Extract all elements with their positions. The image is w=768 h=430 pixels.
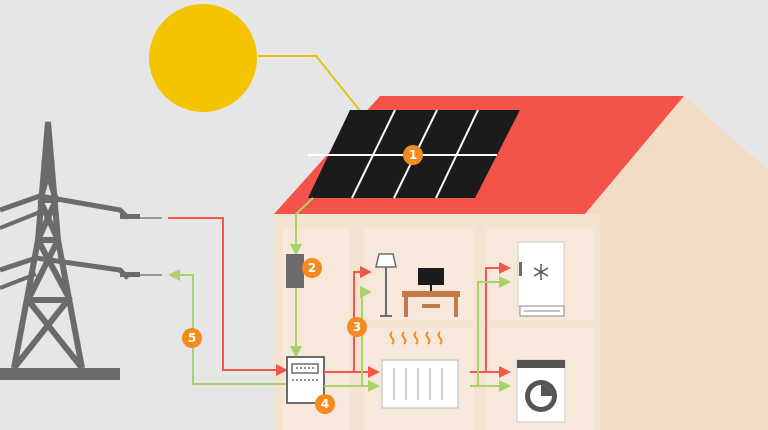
insulator-top: [120, 214, 140, 219]
washing-machine-icon: [516, 359, 566, 423]
marker-circle: [347, 317, 367, 337]
gable: [585, 96, 768, 430]
marker-number: 3: [353, 320, 361, 334]
marker-number: 2: [308, 261, 316, 275]
marker-2-badge: 2: [302, 258, 322, 278]
marker-circle: [302, 258, 322, 278]
marker-1-badge: 1: [403, 145, 423, 165]
power-pylon-icon: [0, 121, 130, 380]
inverter-icon: [286, 254, 304, 288]
marker-3-badge: 3: [347, 317, 367, 337]
sun-ray-line: [258, 55, 379, 134]
solar-dc-line: [290, 197, 314, 256]
insulator-bottom: [120, 272, 140, 277]
marker-number: 1: [409, 148, 417, 162]
marker-number: 4: [321, 397, 329, 411]
grid-power-line: [168, 217, 288, 376]
floor-lamp-icon: [375, 253, 397, 317]
marker-circle: [315, 394, 335, 414]
marker-4-badge: 4: [315, 394, 335, 414]
snowflake-icon: [533, 264, 549, 280]
sun-icon: [149, 4, 257, 112]
meter-icon: [286, 356, 325, 404]
marker-circle: [182, 328, 202, 348]
marker-number: 5: [188, 331, 196, 345]
radiator-icon: [381, 359, 459, 409]
desk-icon: [402, 291, 460, 317]
marker-circle: [403, 145, 423, 165]
distribution-lines: [324, 262, 511, 392]
television-icon: [418, 268, 444, 291]
marker-5-badge: 5: [182, 328, 202, 348]
heat-waves-icon: [389, 331, 443, 345]
